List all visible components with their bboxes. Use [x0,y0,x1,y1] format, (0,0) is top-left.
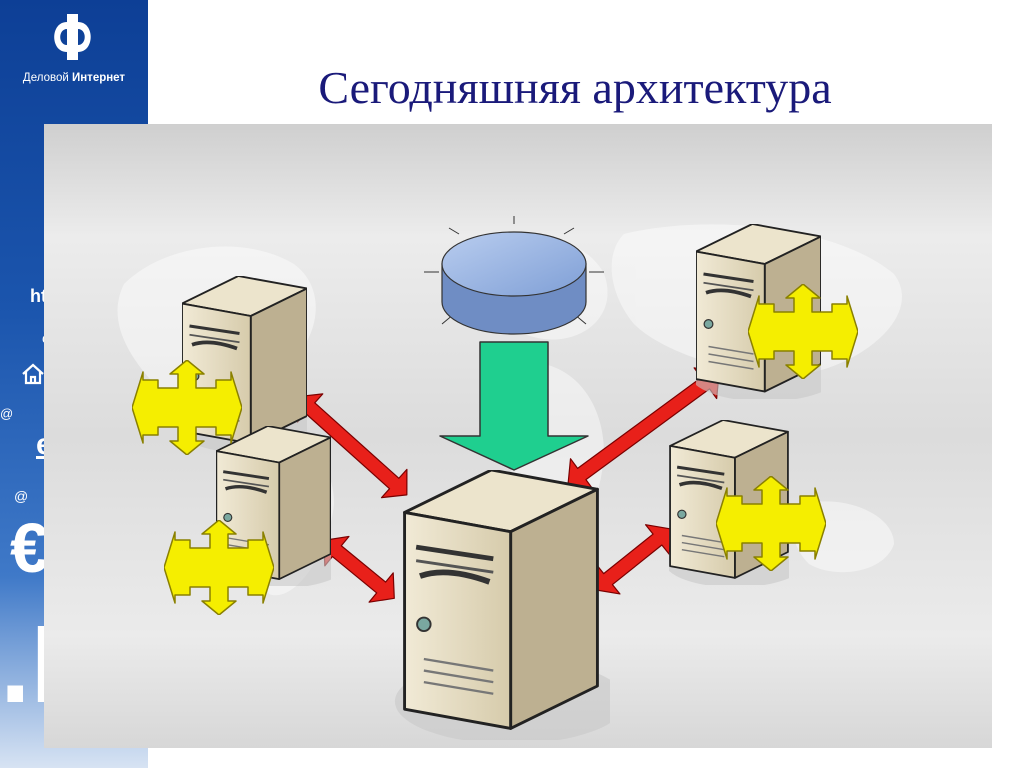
database-to-server-arrow [439,341,589,471]
home-icon [22,363,44,385]
architecture-diagram [44,124,992,748]
delovoy-internet-logo-icon [54,14,91,60]
slide-title: Сегодняшняя архитектура [318,62,832,113]
logo-text: Деловой Интернет [22,72,126,84]
database-node [424,216,604,335]
euro-icon: € [10,509,49,587]
database-cylinder-icon [441,231,587,297]
decorative-text: ht [30,286,47,306]
at-sign-icon: @ [0,406,14,421]
central-server-icon [395,470,626,744]
at-sign-icon: @ [14,488,29,504]
connection-arrows [296,367,720,603]
